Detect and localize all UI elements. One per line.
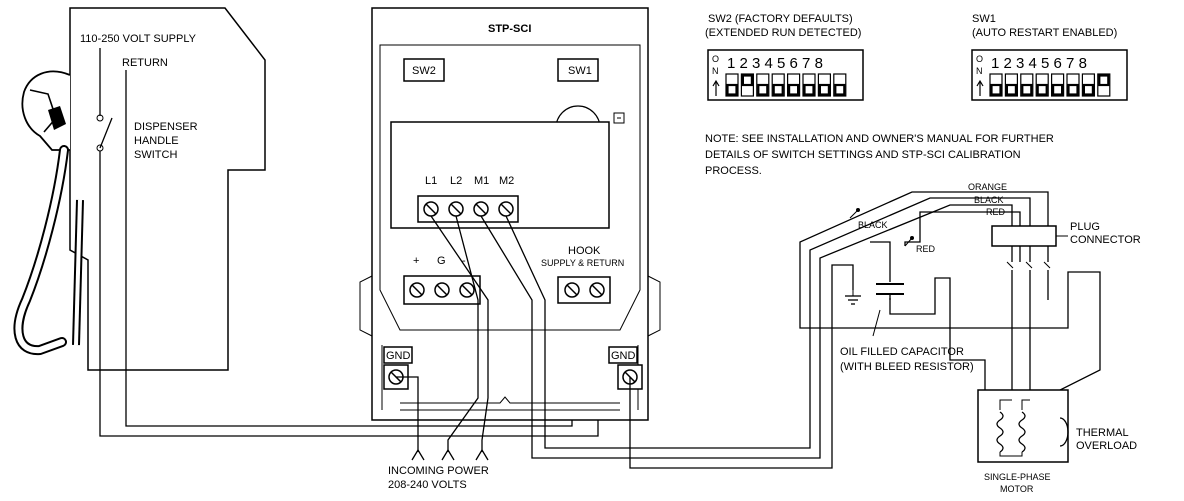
sw1-switch-knob-2 <box>1005 83 1018 96</box>
wire-label-orange: ORANGE <box>968 182 1007 192</box>
sw2-switch-knob-3 <box>757 83 769 96</box>
terminal-label-l2: L2 <box>450 175 462 187</box>
thermal-label-1: THERMAL <box>1076 427 1129 439</box>
terminal-label-plus: + <box>413 255 419 267</box>
handle-switch-icon <box>96 114 113 152</box>
gnd-right-label: GND <box>611 350 636 362</box>
note-line-3: PROCESS. <box>705 165 762 177</box>
sw2-switch-knob-4 <box>772 83 784 96</box>
plug-label-1: PLUG <box>1070 221 1100 233</box>
terminal-label-minus: - <box>462 255 466 267</box>
sw2-dip-switch: SW2 (FACTORY DEFAULTS) (EXTENDED RUN DET… <box>705 13 864 101</box>
thermal-overload-icon <box>1059 417 1069 447</box>
sw1-text: SW1 <box>568 65 592 77</box>
hook-sublabel: SUPPLY & RETURN <box>541 258 624 268</box>
supply-label: 110-250 VOLT SUPPLY <box>80 33 197 45</box>
signal-terminal-block: + G - <box>403 255 481 305</box>
sw1-switch-knob-5 <box>1051 83 1064 96</box>
sw2-switch-knob-2 <box>741 74 754 87</box>
motor-winding-icon <box>1018 411 1026 453</box>
line-motor-terminal-block: L1 L2 M1 M2 <box>417 175 519 223</box>
sw1-numbers: 1 2 3 4 5 6 7 8 <box>991 55 1087 72</box>
note-line-1: NOTE: SEE INSTALLATION AND OWNER'S MANUA… <box>705 133 1054 145</box>
motor-wiring: ORANGE BLACK RED BLACK RED OIL FILLED CA… <box>840 182 1141 494</box>
motor-label-2: MOTOR <box>1000 484 1034 494</box>
terminal-label-m2: M2 <box>499 175 514 187</box>
single-phase-motor: SINGLE-PHASE MOTOR THERMAL OVERLOAD <box>977 389 1137 494</box>
screw-terminal-icon <box>459 282 475 298</box>
indicator-led-icon <box>613 112 625 124</box>
hook-terminal-block: HOOK SUPPLY & RETURN <box>541 245 624 304</box>
sw1-dip-switch: SW1 (AUTO RESTART ENABLED) O N 1 2 3 4 5… <box>971 13 1128 101</box>
sw2-switch-knob-5 <box>787 83 800 96</box>
sw2-switch-knob-1 <box>726 83 738 96</box>
sw1-title: SW1 <box>972 13 996 25</box>
thermal-label-2: OVERLOAD <box>1076 440 1137 452</box>
sw2-on-o: O <box>712 54 719 64</box>
plug-label-2: CONNECTOR <box>1070 234 1141 246</box>
sw1-switch-knob-3 <box>1021 83 1033 96</box>
hook-label: HOOK <box>568 245 601 257</box>
handle-switch-label-3: SWITCH <box>134 149 177 161</box>
capacitor-label-1: OIL FILLED CAPACITOR <box>840 346 964 358</box>
screw-terminal-icon <box>434 282 450 298</box>
controller-title: STP-SCI <box>488 23 531 35</box>
sw2-switch-knob-7 <box>818 83 831 96</box>
note: NOTE: SEE INSTALLATION AND OWNER'S MANUA… <box>705 133 1054 177</box>
terminal-label-m1: M1 <box>474 175 489 187</box>
screw-terminal-icon <box>564 282 580 298</box>
sw2-label-box <box>403 58 445 82</box>
screw-terminal-icon <box>423 201 439 217</box>
incoming-power-wires: INCOMING POWER 208-240 VOLTS <box>388 215 489 491</box>
wire-label-black-left: BLACK <box>858 220 888 230</box>
incoming-power-label-2: 208-240 VOLTS <box>388 479 467 491</box>
handle-switch-label-1: DISPENSER <box>134 121 198 133</box>
terminal-label-l1: L1 <box>425 175 437 187</box>
on-arrow-icon <box>712 79 720 96</box>
sw1-switch-knob-6 <box>1067 83 1079 96</box>
incoming-power-label-1: INCOMING POWER <box>388 465 489 477</box>
sw2-text: SW2 <box>412 65 436 77</box>
screw-terminal-icon <box>448 201 464 217</box>
fuel-dispenser: 110-250 VOLT SUPPLY RETURN DISPENSER HAN… <box>13 7 266 371</box>
screw-terminal-icon <box>409 282 425 298</box>
sw1-on-o: O <box>976 54 983 64</box>
screw-terminal-icon <box>498 201 514 217</box>
screw-terminal-icon <box>589 282 605 298</box>
screw-terminal-icon <box>473 201 489 217</box>
motor-feed-wires <box>480 191 1101 469</box>
wire-label-red-left: RED <box>916 244 936 254</box>
sw1-subtitle: (AUTO RESTART ENABLED) <box>972 27 1117 39</box>
plug-connector: PLUG CONNECTOR <box>991 221 1141 269</box>
sw2-switch-knob-6 <box>803 83 815 96</box>
capacitor-icon <box>876 283 904 300</box>
ground-symbol-icon <box>845 290 861 305</box>
stp-sci-controller: STP-SCI SW2 SW1 L1 L2 M1 M2 + <box>359 7 661 421</box>
note-line-2: DETAILS OF SWITCH SETTINGS AND STP-SCI C… <box>705 149 1021 161</box>
sw1-label-box <box>557 58 599 82</box>
sw1-switch-knob-7 <box>1082 83 1095 96</box>
gnd-terminal-left: GND <box>383 346 413 390</box>
on-arrow-icon <box>976 79 984 96</box>
handle-switch-label-2: HANDLE <box>134 135 179 147</box>
motor-label-1: SINGLE-PHASE <box>984 472 1051 482</box>
sw1-switch-knob-1 <box>990 83 1002 96</box>
gnd-left-label: GND <box>386 350 411 362</box>
nozzle-icon <box>13 70 84 356</box>
sw1-switch-knob-8 <box>1098 74 1110 87</box>
sw2-numbers: 1 2 3 4 5 6 7 8 <box>727 55 823 72</box>
wire-label-black-top: BLACK <box>974 195 1004 205</box>
sw1-switch-knob-4 <box>1036 83 1048 96</box>
terminal-label-g: G <box>437 255 446 267</box>
sw2-switch-knob-8 <box>834 83 846 96</box>
capacitor-label-2: (WITH BLEED RESISTOR) <box>840 361 974 373</box>
return-label: RETURN <box>122 57 168 69</box>
sw2-on-n: N <box>712 66 719 76</box>
motor-winding-icon <box>996 411 1004 453</box>
sw2-subtitle: (EXTENDED RUN DETECTED) <box>705 27 861 39</box>
sw1-on-n: N <box>976 66 983 76</box>
sw2-title: SW2 (FACTORY DEFAULTS) <box>708 13 853 25</box>
